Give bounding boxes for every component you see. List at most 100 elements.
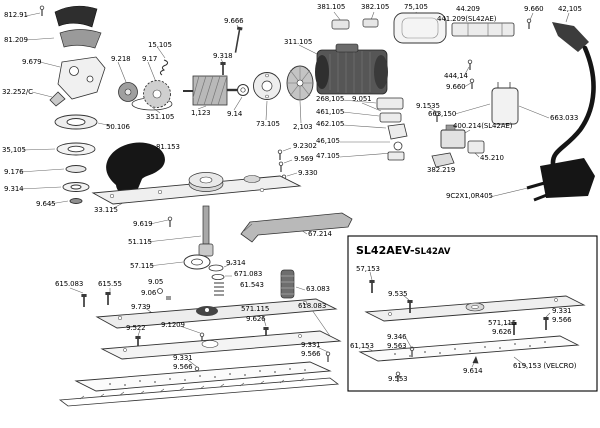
part-label: 9.2302 bbox=[293, 142, 317, 150]
lower-bearing-part bbox=[183, 254, 211, 270]
part-label: 9.1535 bbox=[416, 102, 440, 110]
part-label: 9.051 bbox=[352, 95, 372, 103]
part-label: 9.314 bbox=[4, 185, 24, 193]
part-label: 9.314 bbox=[226, 259, 246, 267]
part-label: 9.666 bbox=[224, 17, 244, 25]
clamp-parts bbox=[331, 18, 379, 30]
brush-assembly-part bbox=[451, 22, 515, 37]
part-label: 9.645 bbox=[36, 200, 56, 208]
part-label: 33.115 bbox=[94, 206, 118, 214]
part-label: 663,150 bbox=[428, 110, 457, 118]
inset-part-label: 57,153 bbox=[356, 265, 380, 273]
part-label: 9.566 bbox=[301, 350, 321, 358]
power-cord-part bbox=[526, 22, 596, 202]
armature-part bbox=[183, 75, 237, 106]
switch-parts bbox=[376, 97, 408, 161]
part-label: 46,105 bbox=[316, 137, 340, 145]
part-label: 9.17 bbox=[142, 55, 158, 63]
part-label: 15,105 bbox=[148, 41, 172, 49]
inset-part-label: 619,153 (VELCRO) bbox=[513, 362, 577, 370]
inset-plate-part bbox=[364, 295, 586, 322]
part-label: 618.083 bbox=[298, 302, 327, 310]
handle-knob-part bbox=[106, 142, 165, 195]
spring-part bbox=[280, 269, 295, 299]
part-label: 1,123 bbox=[191, 109, 211, 117]
part-label: 461,105 bbox=[316, 108, 345, 116]
inset-part-label: 61,153 bbox=[350, 342, 374, 350]
part-label: 75,105 bbox=[404, 3, 428, 11]
inset-part-label: 9.563 bbox=[387, 342, 407, 350]
part-label: 812.91 bbox=[4, 11, 28, 19]
part-label: 9.660 bbox=[446, 83, 466, 91]
bottom-strip-part bbox=[58, 377, 340, 407]
inset-part-label: 9.614 bbox=[463, 367, 483, 375]
part-label: 9.660 bbox=[524, 5, 544, 13]
part-label: 311.105 bbox=[284, 38, 313, 46]
bearing-bracket-part bbox=[49, 56, 106, 107]
inset-title-main: SL42AEV- bbox=[356, 244, 415, 257]
part-label: 462.105 bbox=[316, 120, 345, 128]
part-label: 9.176 bbox=[4, 168, 24, 176]
part-label: 663.033 bbox=[550, 114, 579, 122]
part-label: 9.626 bbox=[246, 315, 266, 323]
inset-part-label: 9.331 bbox=[552, 307, 572, 315]
part-label: 32.252/C bbox=[2, 88, 33, 96]
inset-part-label: 9.626 bbox=[492, 328, 512, 336]
part-label: 268,105 bbox=[316, 95, 345, 103]
part-label: 73.105 bbox=[256, 120, 280, 128]
top-plate-part bbox=[91, 172, 302, 205]
washer-spring-stack bbox=[208, 264, 225, 296]
part-label: 67.214 bbox=[308, 230, 332, 238]
part-label: 9.739 bbox=[131, 303, 151, 311]
fan-part bbox=[286, 65, 314, 101]
part-label: 382.219 bbox=[427, 166, 456, 174]
inset-title: SL42AEV-SL42AV bbox=[356, 239, 451, 258]
part-label: 9.679 bbox=[22, 58, 42, 66]
arrow-up-icon bbox=[472, 356, 479, 364]
inset-part-label: 9.346 bbox=[387, 333, 407, 341]
part-label: 9.14 bbox=[227, 110, 243, 118]
part-label: 9.318 bbox=[213, 52, 233, 60]
sole-plate-part bbox=[74, 361, 332, 392]
inset-part-label: 571,115 bbox=[488, 319, 517, 327]
part-label: 42,105 bbox=[558, 5, 582, 13]
motor-housing-part bbox=[393, 12, 447, 44]
bearing-flange-part bbox=[253, 72, 281, 100]
part-label: 400.214(SL42AE) bbox=[453, 122, 513, 130]
small-ring-part bbox=[157, 288, 163, 294]
part-label: 57.115 bbox=[130, 262, 154, 270]
part-label: 441.209(SL42AE) bbox=[437, 15, 497, 23]
stator-part bbox=[315, 43, 388, 95]
part-label: 9.619 bbox=[133, 220, 153, 228]
part-label: 50.106 bbox=[106, 123, 130, 131]
part-label: 2,103 bbox=[293, 123, 313, 131]
brush-cover-part bbox=[39, 5, 102, 49]
part-label: 571.115 bbox=[241, 305, 270, 313]
part-label: 382.105 bbox=[361, 3, 390, 11]
leader-lines bbox=[19, 11, 570, 368]
part-label: 9.330 bbox=[298, 169, 318, 177]
intermediate-plate-part bbox=[100, 330, 342, 360]
gear-train-parts bbox=[118, 59, 173, 111]
fan-plate-part bbox=[95, 298, 338, 329]
part-label: 444,14 bbox=[444, 72, 468, 80]
inset-part-label: 9.553 bbox=[388, 375, 408, 383]
part-label: 81.209 bbox=[4, 36, 28, 44]
inset-part-label: 9.566 bbox=[552, 316, 572, 324]
small-nut-part bbox=[166, 296, 171, 300]
part-label: 63.083 bbox=[306, 285, 330, 293]
part-label: 615.55 bbox=[98, 280, 122, 288]
part-label: 45.210 bbox=[480, 154, 504, 162]
part-label: 9.05 bbox=[148, 278, 164, 286]
part-label: 9.331 bbox=[173, 354, 193, 362]
contact-plate-part bbox=[431, 152, 455, 168]
part-label: 9C2X1,0R405 bbox=[446, 192, 493, 200]
inset-sole-part bbox=[358, 335, 580, 362]
part-label: 9.1209 bbox=[161, 321, 185, 329]
part-label: 351.105 bbox=[146, 113, 175, 121]
part-label: 51.115 bbox=[128, 238, 152, 246]
part-label: 9.569 bbox=[294, 155, 314, 163]
part-label: 9.331 bbox=[301, 341, 321, 349]
